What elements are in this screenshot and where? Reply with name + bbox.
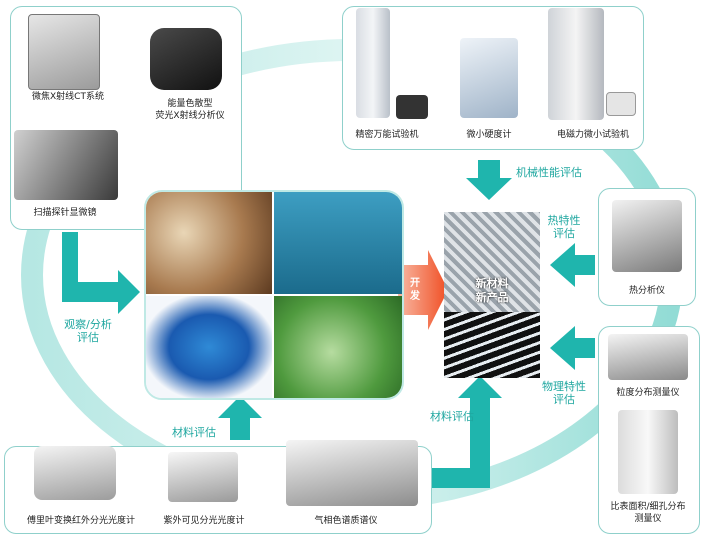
new-material-label-2: 新产品 (475, 291, 509, 304)
uvvis-image (168, 452, 238, 502)
mechanical-eval-label: 机械性能评估 (516, 166, 582, 179)
shark-photo (274, 192, 402, 294)
observe-arrow (62, 232, 140, 314)
butterfly-photo (146, 296, 272, 398)
lotus-leaf-photo (274, 296, 402, 398)
ftir-label: 傅里叶变换红外分光光度计 (26, 516, 135, 526)
new-material-label-1: 新材料 (475, 277, 509, 290)
xray-ct-image (28, 14, 100, 90)
tensile-label: 精密万能试验机 (355, 130, 419, 140)
ftir-image (34, 446, 116, 500)
xrf-image (150, 28, 222, 90)
particle-analyzer-image (608, 334, 688, 380)
mechanical-arrow (466, 160, 512, 200)
physical-eval-label-1: 物理特性 (542, 380, 586, 393)
xray-ct-label: 微焦X射线CT系统 (32, 92, 104, 102)
material-eval-label-left: 材料评估 (172, 426, 216, 439)
hardness-tester-image (460, 38, 518, 118)
new-material-image (444, 212, 540, 378)
controller-image (606, 92, 636, 116)
woven-fabric-image (444, 312, 540, 378)
laptop-image (396, 95, 428, 119)
xrf-label-2: 荧光X射线分析仪 (155, 111, 225, 121)
photo-grid (144, 190, 404, 400)
thermal-analyzer-image (612, 200, 682, 272)
material-arrow-left (218, 396, 262, 440)
observe-eval-label-1: 观察/分析 (64, 318, 112, 331)
physical-arrow (550, 326, 595, 370)
surface-area-analyzer-image (618, 410, 678, 494)
gcms-label: 气相色谱质谱仪 (314, 516, 378, 526)
tensile-tester-image (356, 8, 390, 118)
material-arrow-right (428, 376, 502, 488)
develop-label-1: 开 (410, 278, 420, 289)
uvvis-label: 紫外可见分光光度计 (163, 516, 245, 526)
electromag-label: 电磁力微小试验机 (556, 130, 629, 140)
particle-analyzer-label: 粒度分布测量仪 (616, 388, 680, 398)
electromag-tester-image (548, 8, 604, 120)
thermal-eval-label-2: 评估 (553, 227, 575, 240)
surface-area-label-2: 测量仪 (634, 514, 662, 524)
spm-image (14, 130, 118, 200)
material-eval-label-right: 材料评估 (430, 410, 474, 423)
develop-label-2: 发 (410, 291, 420, 302)
observe-eval-label-2: 评估 (77, 331, 99, 344)
develop-arrow (398, 250, 448, 330)
gcms-image (286, 440, 418, 506)
hardness-label: 微小硬度计 (466, 130, 512, 140)
spm-label: 扫描探针显微镜 (33, 208, 97, 218)
physical-eval-label-2: 评估 (553, 393, 575, 406)
surface-area-label-1: 比表面积/细孔分布 (610, 502, 686, 512)
xrf-label-1: 能量色散型 (167, 99, 213, 109)
shells-photo (146, 192, 272, 294)
thermal-eval-label-1: 热特性 (547, 214, 581, 227)
thermal-analyzer-label: 热分析仪 (628, 286, 665, 296)
thermal-arrow (550, 243, 595, 287)
